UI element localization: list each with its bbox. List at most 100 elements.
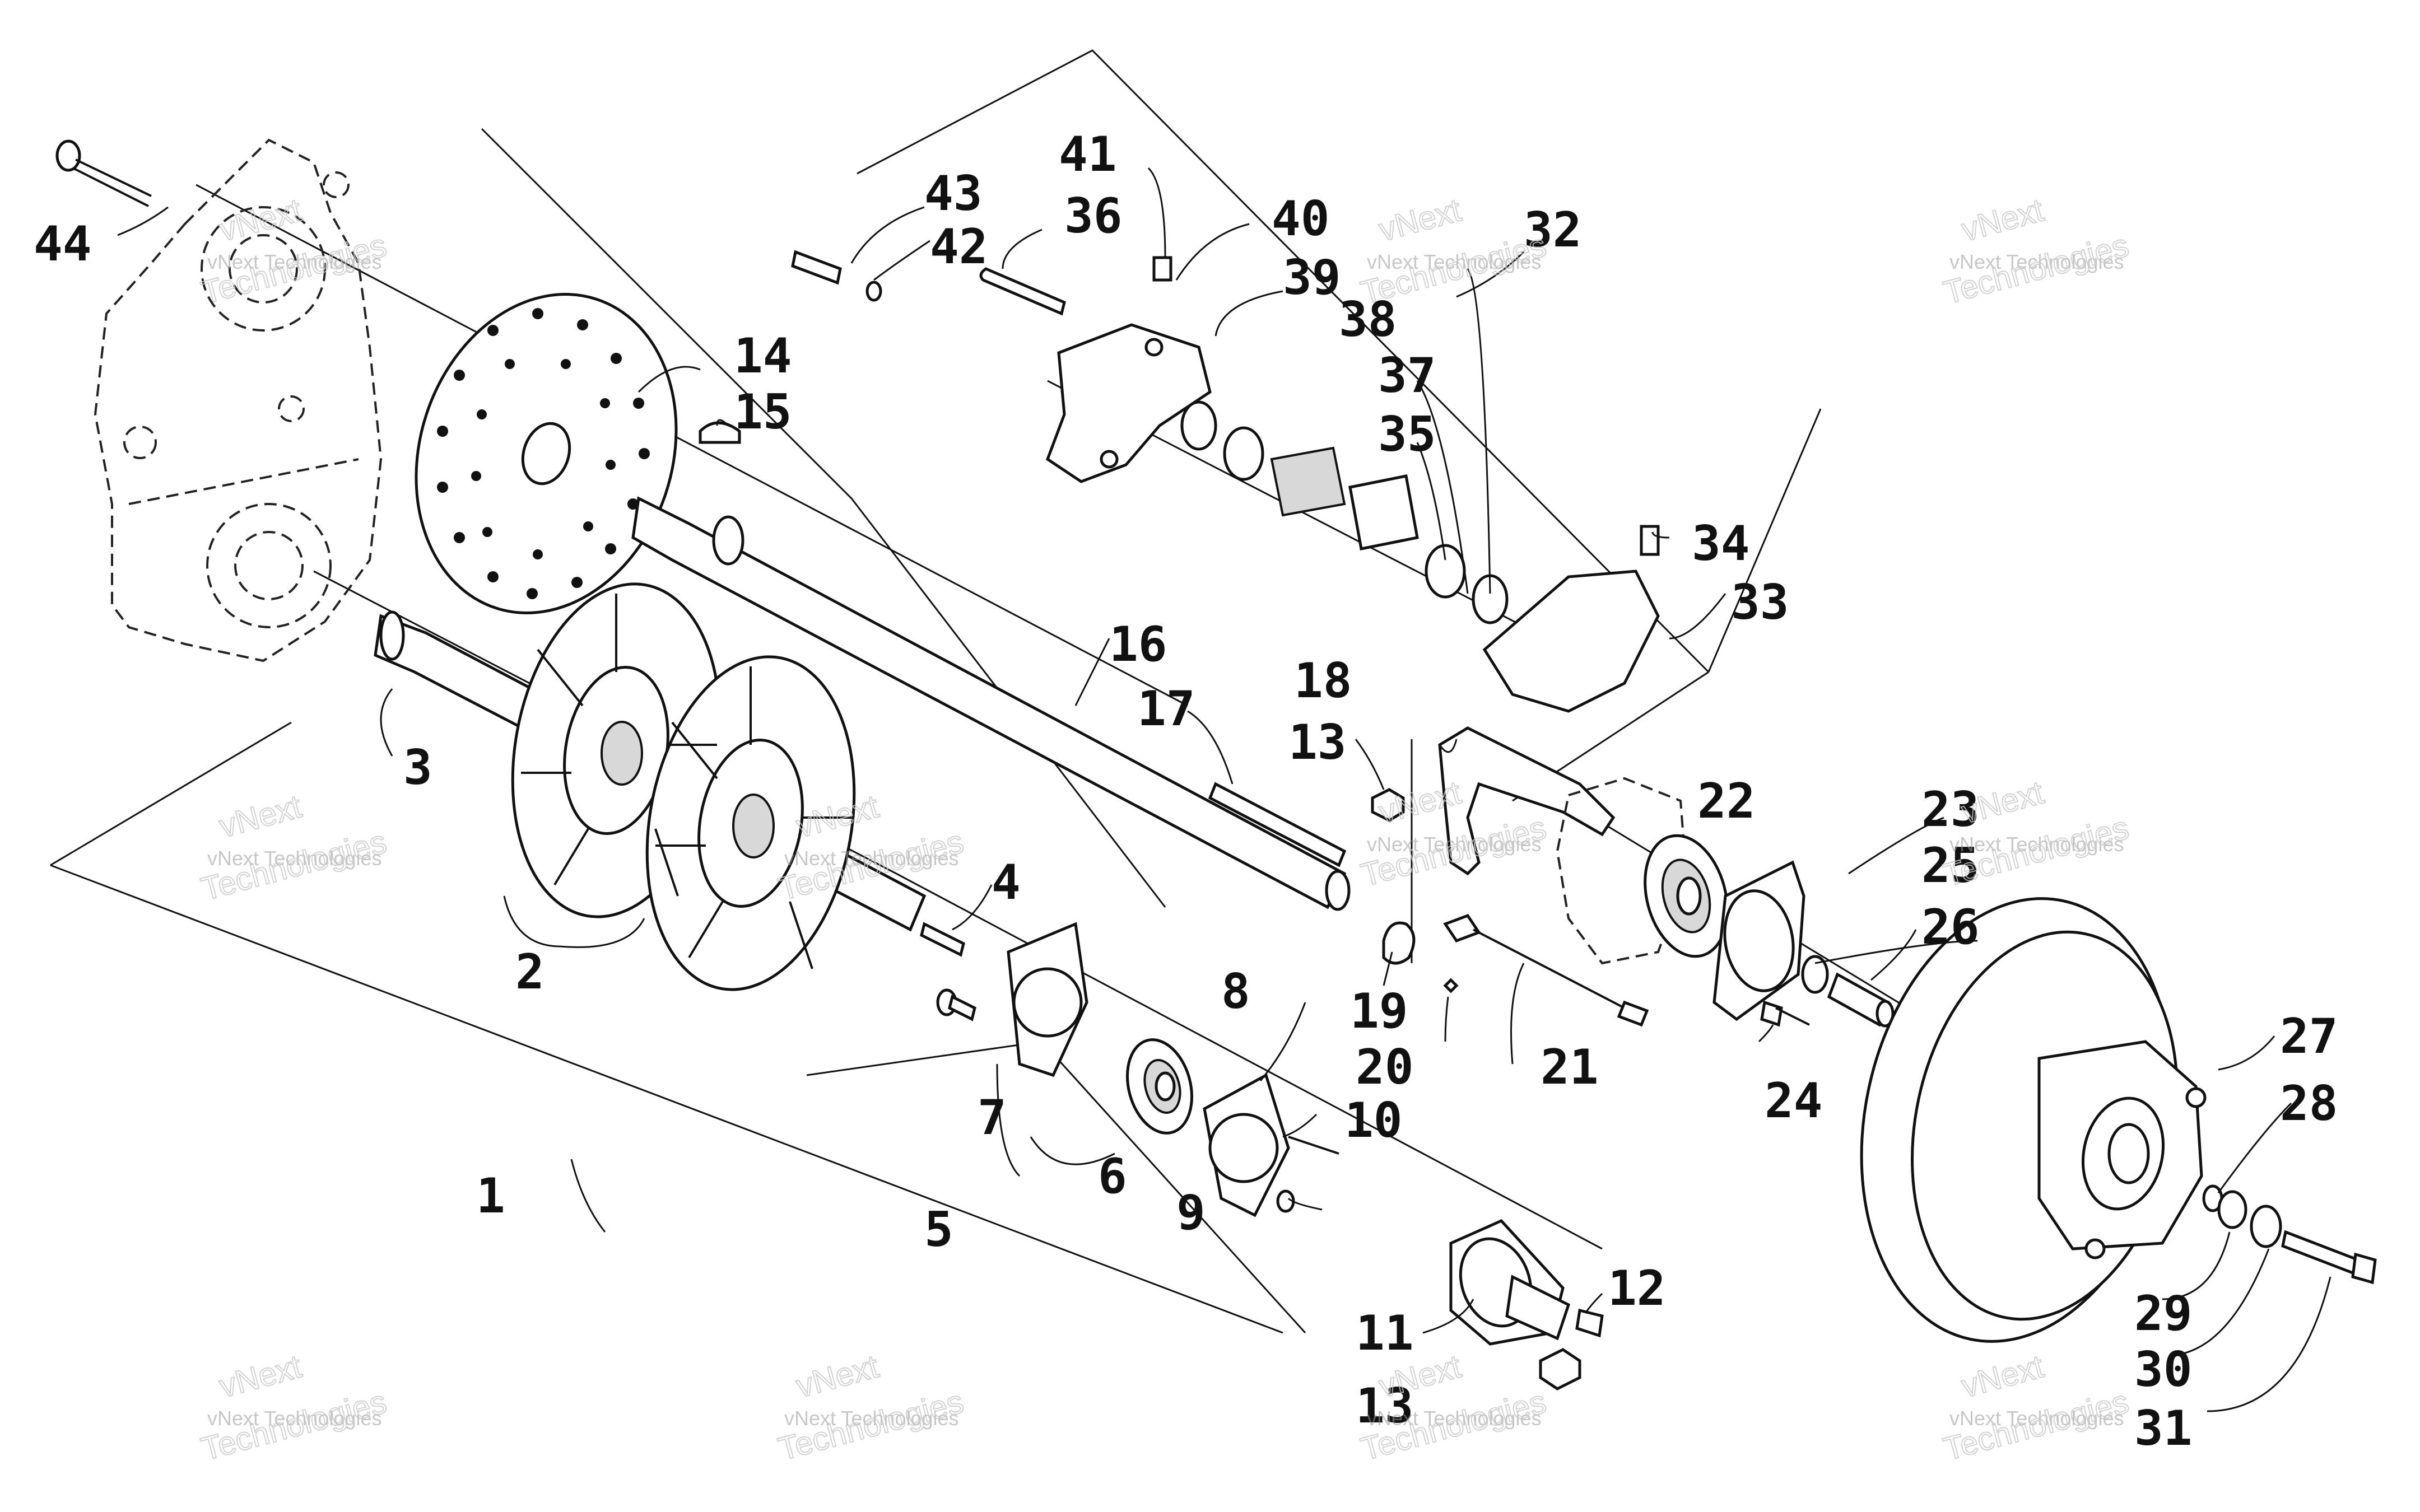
- part-23-flange: [1712, 860, 1805, 1021]
- leader-lines: [117, 167, 2331, 1412]
- part-1-gear-housing: [94, 138, 383, 662]
- callout-14: 14: [734, 328, 792, 384]
- part-16-driveshaft: [631, 496, 1351, 911]
- callout-29: 29: [2134, 1286, 2193, 1342]
- part-15-key: [699, 421, 741, 444]
- watermark-11: vNext vNext Technologies Technologies: [1939, 1347, 2133, 1468]
- svg-text:vNext Technologies: vNext Technologies: [1949, 1407, 2124, 1430]
- callout-11: 11: [1356, 1305, 1414, 1361]
- svg-text:vNext Technologies: vNext Technologies: [1367, 833, 1542, 856]
- svg-text:vNext Technologies: vNext Technologies: [1367, 1407, 1542, 1430]
- callout-27: 27: [2280, 1009, 2338, 1065]
- svg-text:vNext Technologies: vNext Technologies: [207, 1407, 382, 1430]
- callout-12: 12: [1608, 1261, 1666, 1317]
- callout-26: 26: [1921, 899, 1980, 955]
- svg-text:vNext: vNext: [1375, 192, 1465, 248]
- callout-16: 16: [1109, 617, 1167, 673]
- callout-5: 5: [924, 1202, 953, 1258]
- callout-40: 40: [1272, 191, 1330, 247]
- svg-text:vNext: vNext: [1958, 1348, 2047, 1404]
- part-36-pin: [979, 267, 1066, 316]
- svg-text:vNext: vNext: [1958, 192, 2047, 248]
- callout-20: 20: [1356, 1039, 1414, 1095]
- watermark-1: vNext vNext Technologies Technologies: [197, 191, 391, 311]
- svg-text:vNext: vNext: [793, 1348, 882, 1404]
- callout-15: 15: [734, 384, 792, 440]
- part-40-caliper-half: [1045, 323, 1212, 483]
- callout-25: 25: [1921, 838, 1980, 894]
- svg-text:vNext Technologies: vNext Technologies: [784, 1407, 959, 1430]
- watermark-4: vNext vNext Technologies Technologies: [197, 787, 391, 908]
- part-7-bolt: [936, 988, 976, 1021]
- svg-text:vNext: vNext: [216, 788, 305, 844]
- part-21-sensor: [1443, 913, 1649, 1027]
- part-24-bolt: [1760, 1000, 1810, 1027]
- watermark-7: vNext vNext Technologies Technologies: [1939, 773, 2133, 894]
- callout-7: 7: [978, 1090, 1007, 1146]
- callout-13-upper: 13: [1288, 715, 1347, 771]
- part-33-caliper-half: [1482, 570, 1660, 713]
- callout-35: 35: [1378, 407, 1436, 463]
- callout-32: 32: [1524, 202, 1582, 258]
- callout-17: 17: [1137, 681, 1195, 737]
- part-13-nut-upper: [1371, 788, 1405, 822]
- callout-38: 38: [1339, 292, 1397, 348]
- callout-3: 3: [403, 740, 432, 796]
- callout-24: 24: [1765, 1073, 1823, 1129]
- callout-10: 10: [1344, 1093, 1403, 1149]
- svg-text:vNext Technologies: vNext Technologies: [1949, 250, 2124, 273]
- part-31-bolt: [2281, 1230, 2377, 1285]
- callout-30: 30: [2134, 1342, 2193, 1398]
- part-26-spacer: [1827, 972, 1895, 1028]
- part-8-bearing: [1125, 1038, 1194, 1135]
- part-18-bracket: [1411, 726, 1616, 963]
- callout-37: 37: [1378, 348, 1436, 404]
- part-2-drive-sprockets: [511, 582, 856, 991]
- callout-28: 28: [2280, 1076, 2338, 1132]
- part-13-nut-lower: [1539, 1348, 1581, 1390]
- part-38-seal: [1180, 400, 1217, 451]
- callout-2: 2: [515, 944, 544, 1000]
- callout-33: 33: [1731, 575, 1789, 631]
- part-35-pad-b: [1348, 474, 1419, 550]
- part-25-washer: [1801, 955, 1829, 994]
- part-11-housing: [1449, 1219, 1571, 1346]
- part-14-brake-disc: [415, 293, 678, 614]
- part-41-bleeder: [1152, 256, 1172, 282]
- callout-8: 8: [1221, 964, 1250, 1020]
- dashed-casting: [1556, 777, 1688, 965]
- part-30-washer: [2250, 1205, 2282, 1248]
- part-12-fitting: [1575, 1308, 1604, 1338]
- part-42-washer: [865, 281, 882, 302]
- part-37-piston-b: [1425, 544, 1466, 599]
- part-35-pad-a: [1270, 446, 1346, 517]
- watermark-8: vNext vNext Technologies Technologies: [197, 1347, 391, 1468]
- svg-text:vNext Technologies: vNext Technologies: [207, 250, 382, 273]
- callout-1: 1: [476, 1168, 505, 1224]
- part-29-washer: [2217, 1190, 2247, 1229]
- part-10-pin: [1288, 1136, 1339, 1155]
- callout-36: 36: [1064, 188, 1123, 244]
- callout-labels: 1 2 3 4 5 6 7 8 9 10 11 12 13 13 14 15 1…: [34, 127, 2338, 1457]
- part-43-bolt: [791, 250, 842, 285]
- callout-4: 4: [992, 855, 1021, 911]
- part-17-key: [1208, 782, 1347, 867]
- part-22-bearing: [1644, 834, 1729, 958]
- callout-19: 19: [1350, 983, 1408, 1039]
- callout-31: 31: [2134, 1401, 2193, 1457]
- part-6-flange-plates: [1007, 922, 1290, 1217]
- callout-34: 34: [1692, 516, 1750, 572]
- part-20-screw: [1443, 978, 1459, 993]
- callout-6: 6: [1098, 1149, 1127, 1205]
- part-27-driven-clutch: [1860, 897, 2207, 1343]
- callout-21: 21: [1541, 1039, 1599, 1095]
- svg-text:vNext: vNext: [216, 192, 305, 248]
- callout-13-lower: 13: [1356, 1378, 1414, 1434]
- callout-18: 18: [1294, 653, 1352, 709]
- svg-text:vNext Technologies: vNext Technologies: [1367, 250, 1542, 273]
- part-44-bolt: [55, 139, 152, 207]
- svg-text:vNext Technologies: vNext Technologies: [784, 847, 959, 870]
- watermark-9: vNext vNext Technologies Technologies: [774, 1347, 968, 1468]
